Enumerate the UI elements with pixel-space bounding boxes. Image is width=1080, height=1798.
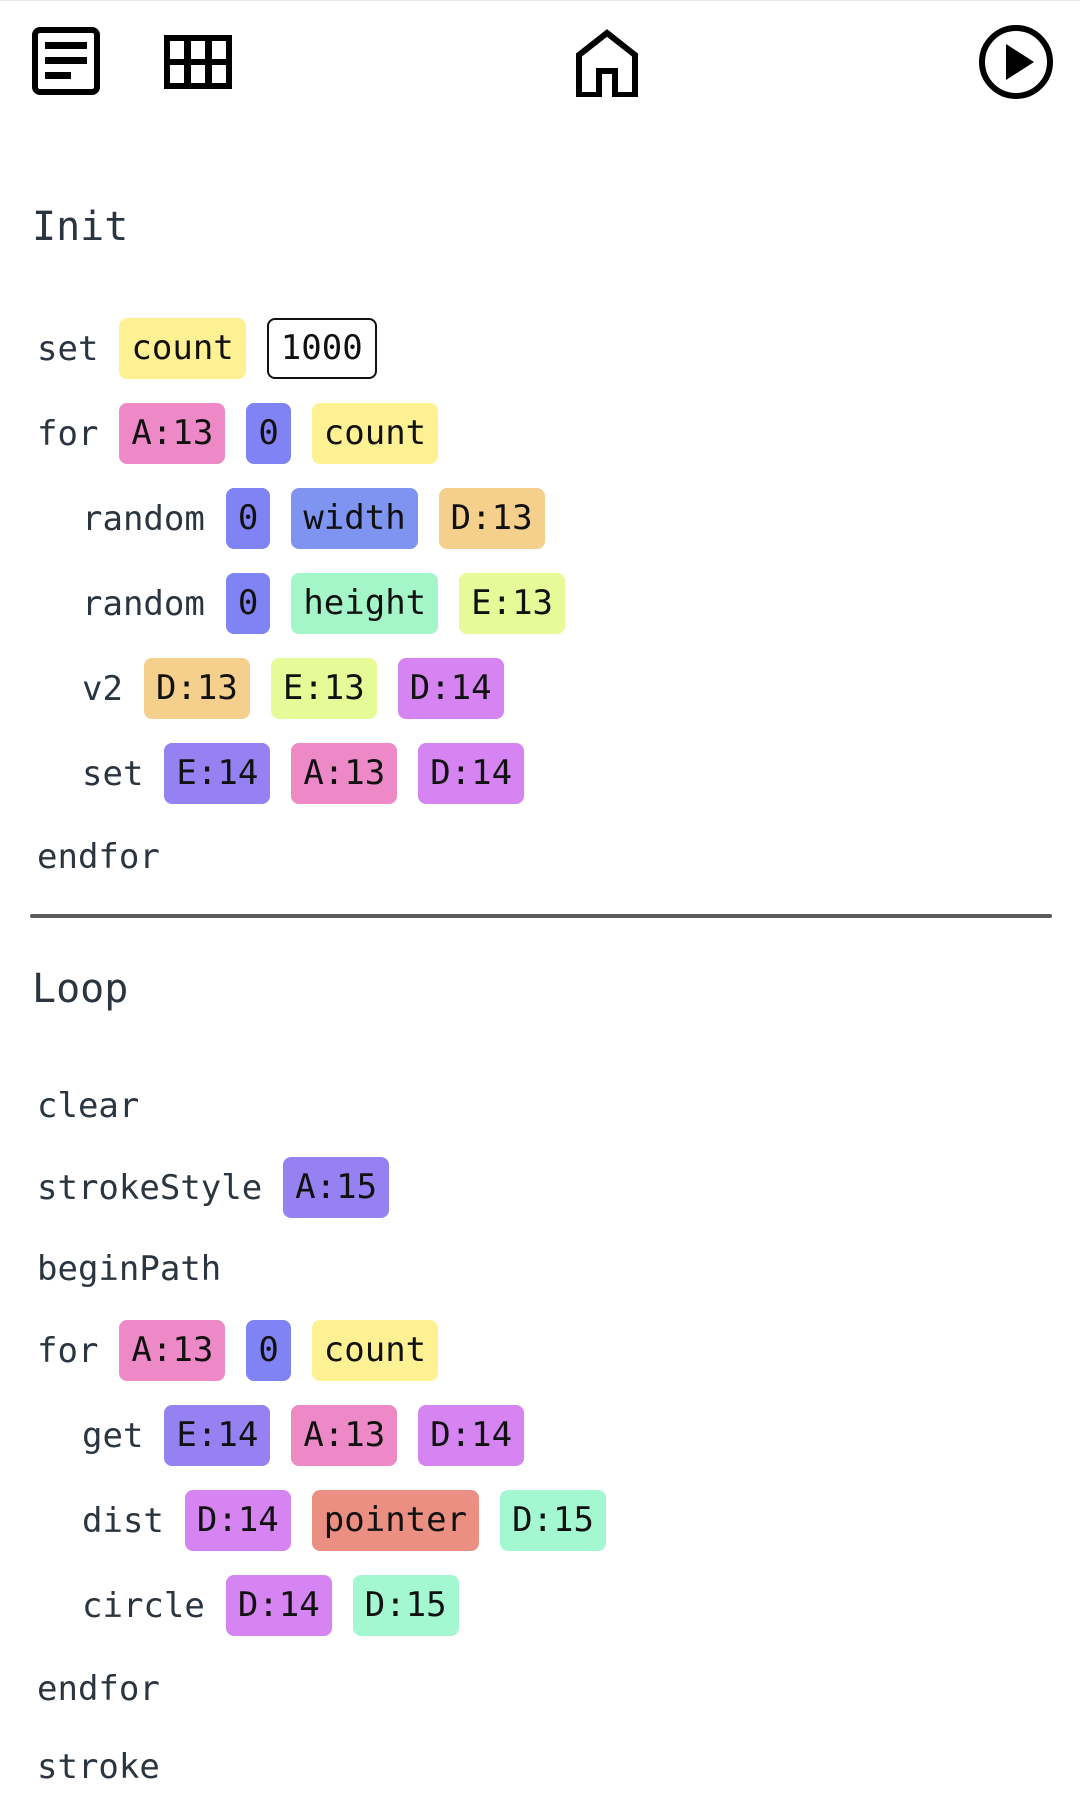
code-line[interactable]: random 0 height E:13 bbox=[82, 573, 586, 634]
section-title-loop: Loop bbox=[32, 966, 129, 1012]
section-divider bbox=[30, 914, 1052, 918]
argument-chip[interactable]: E:14 bbox=[164, 1405, 271, 1466]
keyword-random[interactable]: random bbox=[82, 498, 205, 539]
argument-chip[interactable]: D:14 bbox=[184, 1490, 291, 1551]
code-line[interactable]: endfor bbox=[37, 1658, 181, 1719]
argument-chip[interactable]: A:15 bbox=[283, 1157, 390, 1218]
section-title-init: Init bbox=[32, 204, 129, 250]
keyword-beginpath[interactable]: beginPath bbox=[37, 1248, 222, 1289]
keyword-set[interactable]: set bbox=[82, 753, 144, 794]
argument-chip[interactable]: E:13 bbox=[270, 658, 377, 719]
code-line[interactable]: beginPath bbox=[37, 1238, 242, 1299]
argument-chip[interactable]: 0 bbox=[225, 573, 271, 634]
keyword-set[interactable]: set bbox=[37, 328, 99, 369]
argument-chip[interactable]: D:14 bbox=[418, 1405, 525, 1466]
argument-chip[interactable]: 0 bbox=[225, 488, 271, 549]
argument-chip[interactable]: D:15 bbox=[352, 1575, 459, 1636]
literal-value-chip[interactable]: 1000 bbox=[266, 318, 377, 379]
code-line[interactable]: clear bbox=[37, 1075, 160, 1136]
argument-chip[interactable]: pointer bbox=[311, 1490, 480, 1551]
keyword-circle[interactable]: circle bbox=[82, 1585, 205, 1626]
argument-chip[interactable]: D:13 bbox=[438, 488, 545, 549]
code-line[interactable]: endfor bbox=[37, 826, 181, 887]
code-line[interactable]: v2 D:13 E:13 D:14 bbox=[82, 658, 525, 719]
argument-chip[interactable]: A:13 bbox=[119, 403, 226, 464]
argument-chip[interactable]: D:14 bbox=[397, 658, 504, 719]
toolbar bbox=[0, 0, 1080, 111]
argument-chip[interactable]: D:13 bbox=[143, 658, 250, 719]
argument-chip[interactable]: height bbox=[291, 573, 439, 634]
grid-icon[interactable] bbox=[164, 35, 232, 89]
argument-chip[interactable]: 0 bbox=[246, 1320, 291, 1381]
document-icon[interactable] bbox=[32, 27, 100, 95]
argument-chip[interactable]: 0 bbox=[246, 403, 291, 464]
code-line[interactable]: stroke bbox=[37, 1736, 181, 1797]
code-line[interactable]: for A:13 0 count bbox=[37, 403, 459, 464]
code-line[interactable]: set count 1000 bbox=[37, 318, 398, 379]
argument-chip[interactable]: width bbox=[291, 488, 418, 549]
keyword-v2[interactable]: v2 bbox=[82, 668, 123, 709]
keyword-get[interactable]: get bbox=[82, 1415, 144, 1456]
code-line[interactable]: set E:14 A:13 D:14 bbox=[82, 743, 545, 804]
keyword-random[interactable]: random bbox=[82, 583, 205, 624]
code-line[interactable]: dist D:14 pointer D:15 bbox=[82, 1490, 627, 1551]
argument-chip[interactable]: A:13 bbox=[291, 1405, 398, 1466]
keyword-endfor[interactable]: endfor bbox=[37, 1668, 160, 1709]
argument-chip[interactable]: D:15 bbox=[500, 1490, 606, 1551]
keyword-endfor[interactable]: endfor bbox=[37, 836, 160, 877]
code-line[interactable]: get E:14 A:13 D:14 bbox=[82, 1405, 545, 1466]
keyword-for[interactable]: for bbox=[37, 1330, 99, 1371]
argument-chip[interactable]: count bbox=[119, 318, 246, 379]
argument-chip[interactable]: count bbox=[311, 403, 439, 464]
code-line[interactable]: for A:13 0 count bbox=[37, 1320, 459, 1381]
argument-chip[interactable]: count bbox=[311, 1320, 439, 1381]
argument-chip[interactable]: E:14 bbox=[164, 743, 271, 804]
keyword-clear[interactable]: clear bbox=[37, 1085, 140, 1126]
home-icon[interactable] bbox=[575, 29, 639, 98]
play-icon[interactable] bbox=[978, 24, 1054, 100]
argument-chip[interactable]: A:13 bbox=[119, 1320, 226, 1381]
argument-chip[interactable]: A:13 bbox=[291, 743, 398, 804]
argument-chip[interactable]: D:14 bbox=[225, 1575, 332, 1636]
argument-chip[interactable]: E:13 bbox=[459, 573, 566, 634]
code-line[interactable]: circle D:14 D:15 bbox=[82, 1575, 480, 1636]
keyword-stroke[interactable]: stroke bbox=[37, 1746, 160, 1787]
code-line[interactable]: random 0 width D:13 bbox=[82, 488, 566, 549]
keyword-dist[interactable]: dist bbox=[82, 1500, 164, 1541]
argument-chip[interactable]: D:14 bbox=[418, 743, 525, 804]
keyword-for[interactable]: for bbox=[37, 413, 99, 454]
keyword-strokestyle[interactable]: strokeStyle bbox=[37, 1167, 263, 1208]
code-line[interactable]: strokeStyle A:15 bbox=[37, 1157, 410, 1218]
